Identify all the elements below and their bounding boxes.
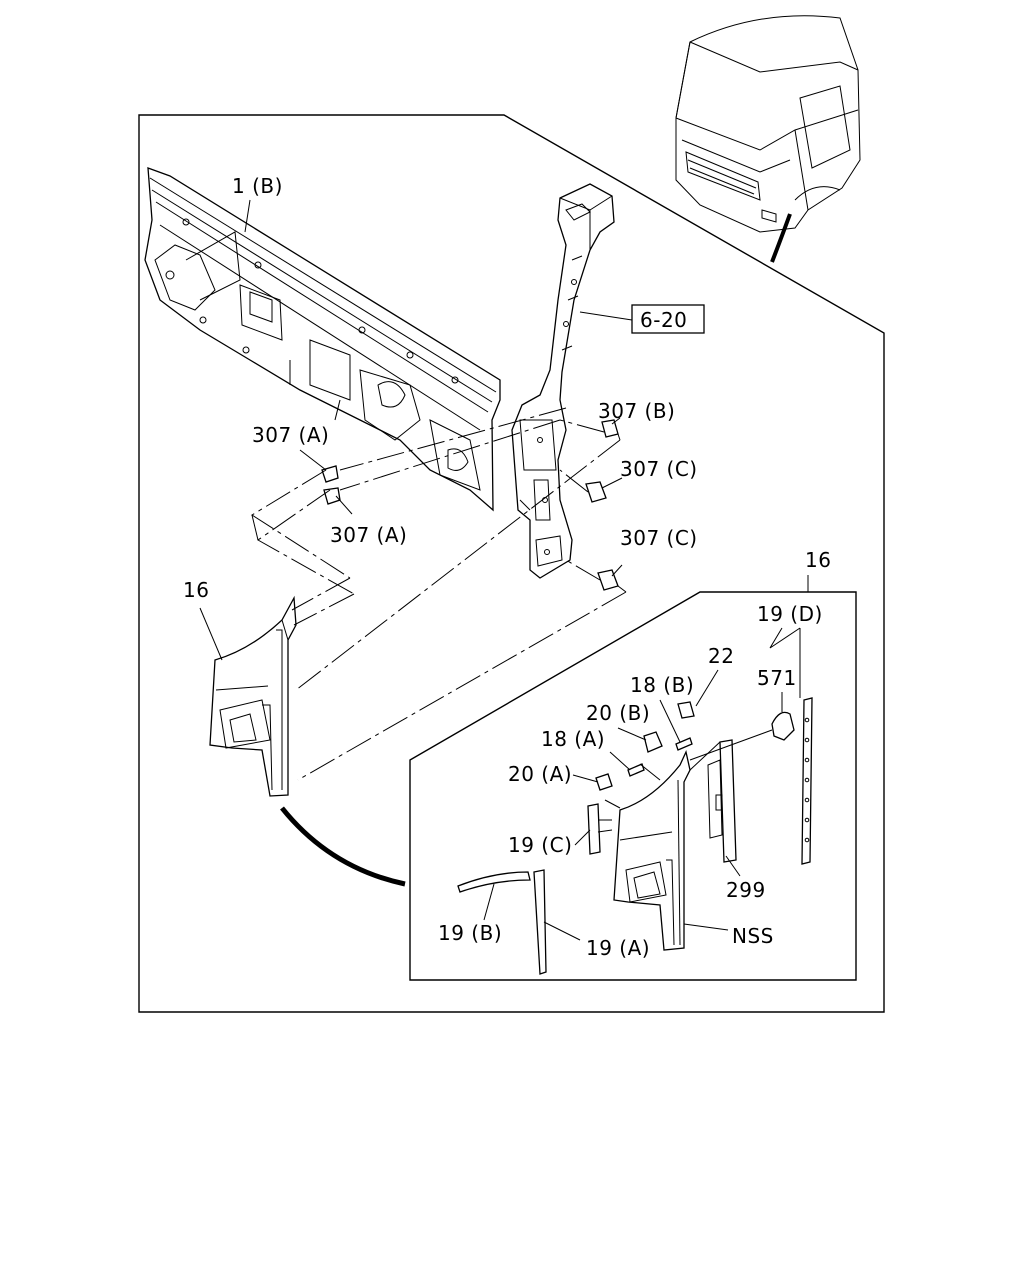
callout-299: 299 [726, 878, 766, 902]
thumbnail-pointer [770, 213, 792, 263]
clip-307c-top [585, 481, 607, 503]
callout-16-right: 16 [805, 548, 831, 572]
callout-20b: 20 (B) [586, 701, 650, 725]
callout-19a: 19 (A) [586, 936, 650, 960]
front-trim-panel-left [209, 595, 297, 797]
detail-arrow [280, 806, 406, 887]
callout-22: 22 [708, 644, 734, 668]
callout-307c-top: 307 (C) [620, 457, 698, 481]
a-pillar [511, 183, 615, 579]
seal-19c [587, 803, 613, 855]
inset-frame [409, 591, 857, 981]
callout-19b: 19 (B) [438, 921, 502, 945]
inset-leader-lines [483, 627, 801, 941]
nss-trim-panel [613, 749, 691, 951]
callout-19d: 19 (D) [757, 602, 823, 626]
clip-20b [643, 731, 663, 753]
seal-19b [457, 871, 531, 893]
callout-307a-top: 307 (A) [252, 423, 329, 447]
phantom-lines [251, 407, 627, 781]
main-frame [138, 114, 885, 1013]
pad-18b [675, 737, 693, 751]
bolt-22 [677, 701, 695, 719]
bracket-299 [707, 739, 737, 863]
callout-18a: 18 (A) [541, 727, 605, 751]
callout-18b: 18 (B) [630, 673, 694, 697]
callout-1b: 1 (B) [232, 174, 283, 198]
callout-571: 571 [757, 666, 797, 690]
callout-307b: 307 (B) [598, 399, 675, 423]
pad-18a [627, 763, 645, 777]
callout-box-6-20 [631, 304, 705, 334]
seal-19a [533, 869, 547, 975]
callout-6-20: 6-20 [640, 308, 687, 332]
weatherstrip-19d [801, 697, 813, 865]
clip-307a-bottom [323, 487, 341, 505]
callout-nss: NSS [732, 924, 774, 948]
cowl-panel [144, 167, 501, 512]
callout-307c-bottom: 307 (C) [620, 526, 698, 550]
clip-20a [595, 773, 613, 791]
clip-571 [771, 711, 795, 741]
callout-16-left: 16 [183, 578, 209, 602]
truck-cab-thumbnail [675, 15, 861, 233]
leader-lines [199, 199, 633, 661]
callout-307a-bottom: 307 (A) [330, 523, 407, 547]
callout-19c: 19 (C) [508, 833, 572, 857]
callout-20a: 20 (A) [508, 762, 572, 786]
